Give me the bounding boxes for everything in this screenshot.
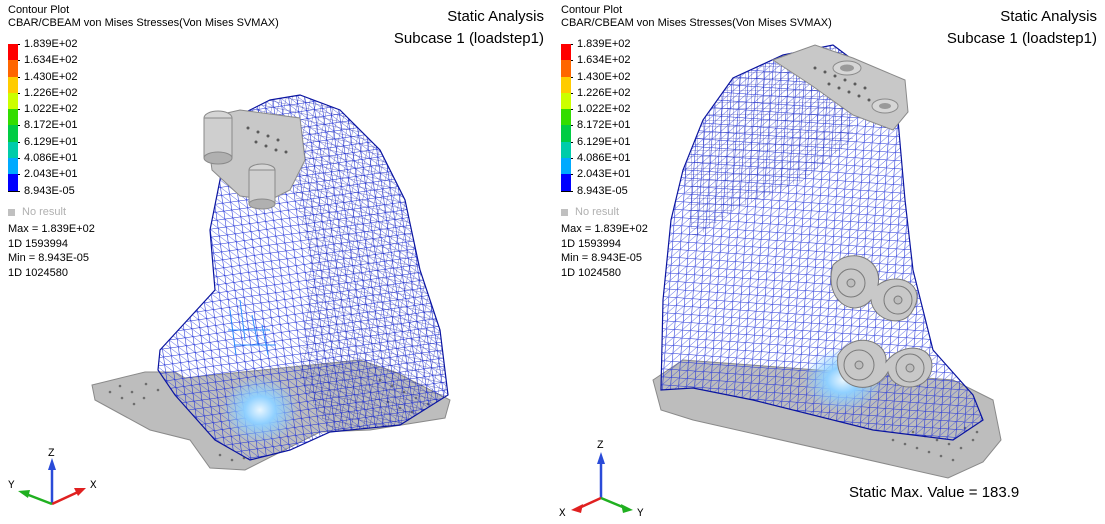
max-element-id: 1D 1593994 — [8, 237, 68, 250]
no-result-swatch — [561, 208, 568, 216]
plot-title: Contour Plot — [8, 4, 70, 16]
axis-label-x: X — [559, 508, 566, 520]
legend-label: 1.226E+02 — [24, 86, 78, 99]
result-stats: Max = 1.839E+02 1D 1593994 Min = 8.943E-… — [8, 222, 95, 280]
legend-entry: 2.043E+01 — [561, 168, 681, 191]
no-result-key: No result — [561, 206, 619, 218]
legend-label: 1.634E+02 — [24, 54, 78, 67]
axis-label-z: Z — [597, 440, 604, 452]
max-value: Max = 1.839E+02 — [561, 223, 648, 235]
axis-label-y: Y — [8, 480, 15, 492]
legend-entry: 4.086E+01 — [561, 152, 681, 175]
plot-subtitle: CBAR/CBEAM von Mises Stresses(Von Mises … — [561, 17, 832, 29]
legend-label: 4.086E+01 — [577, 152, 631, 165]
viewport-left[interactable]: Contour Plot CBAR/CBEAM von Mises Stress… — [0, 0, 552, 524]
static-max-value: Static Max. Value = 183.9 — [849, 484, 1020, 501]
axis-triad-left: Z Y X — [8, 448, 97, 506]
legend-label: 1.430E+02 — [24, 70, 78, 83]
analysis-title: Static Analysis — [447, 8, 544, 25]
flange-upper — [830, 255, 918, 322]
legend-label: 1.839E+02 — [577, 38, 631, 50]
legend-entry: 8.172E+01 — [561, 119, 681, 142]
axis-label-y: Y — [637, 508, 644, 520]
viewport-right[interactable]: Contour Plot CBAR/CBEAM von Mises Stress… — [553, 0, 1105, 524]
legend-entry: 2.043E+01 — [8, 168, 128, 191]
legend-label: 1.022E+02 — [24, 103, 78, 116]
legend-label: 8.172E+01 — [24, 119, 78, 132]
legend-label: 1.634E+02 — [577, 54, 631, 67]
lattice-model-right — [652, 44, 1002, 479]
plot-subtitle: CBAR/CBEAM von Mises Stresses(Von Mises … — [8, 17, 279, 29]
min-value: Min = 8.943E-05 — [561, 252, 643, 264]
legend-entry: 1.226E+02 — [8, 87, 128, 110]
analysis-title-block: Static Analysis Subcase 1 (loadstep1) — [394, 6, 544, 50]
axis-label-x: X — [90, 480, 97, 492]
min-element-id: 1D 1024580 — [561, 266, 621, 279]
legend-label: 2.043E+01 — [24, 168, 78, 181]
legend-entry: 1.634E+02 — [8, 54, 128, 77]
contour-legend[interactable]: 1.839E+02 1.634E+02 1.430E+02 1.226E+02 … — [8, 38, 128, 207]
legend-entry: 1.430E+02 — [8, 71, 128, 93]
legend-label: 8.943E-05 — [577, 184, 628, 197]
legend-label: 2.043E+01 — [577, 168, 631, 181]
flange-lower — [837, 339, 933, 388]
no-result-swatch — [8, 208, 15, 216]
legend-label: 1.022E+02 — [577, 103, 631, 116]
legend-label: 1.226E+02 — [577, 86, 631, 99]
legend-entry: 4.086E+01 — [8, 152, 128, 175]
analysis-title: Static Analysis — [1000, 8, 1097, 25]
axis-triad-right: Z X Y — [559, 440, 644, 520]
legend-label: 1.430E+02 — [577, 70, 631, 83]
legend-entry: 1.226E+02 — [561, 87, 681, 110]
plot-title-block: Contour Plot CBAR/CBEAM von Mises Stress… — [561, 4, 832, 30]
subcase-label: Subcase 1 (loadstep1) — [946, 30, 1097, 47]
legend-entry: 8.943E-05 — [8, 185, 128, 207]
legend-entry: 8.172E+01 — [8, 119, 128, 142]
lattice-model-left — [91, 94, 451, 471]
min-value: Min = 8.943E-05 — [8, 252, 90, 264]
legend-label: 4.086E+01 — [24, 152, 78, 165]
legend-entry: 1.634E+02 — [561, 54, 681, 77]
analysis-title-block: Static Analysis Subcase 1 (loadstep1) — [947, 6, 1097, 50]
legend-entry: 6.129E+01 — [561, 136, 681, 159]
contour-legend[interactable]: 1.839E+02 1.634E+02 1.430E+02 1.226E+02 … — [561, 38, 681, 207]
subcase-label: Subcase 1 (loadstep1) — [393, 30, 544, 47]
legend-label: 6.129E+01 — [577, 135, 631, 148]
max-element-id: 1D 1593994 — [561, 237, 621, 250]
legend-label: 1.839E+02 — [24, 38, 78, 50]
min-element-id: 1D 1024580 — [8, 266, 68, 279]
legend-label: 8.943E-05 — [24, 184, 75, 197]
legend-entry: 1.839E+02 — [561, 38, 681, 61]
max-value: Max = 1.839E+02 — [8, 223, 95, 235]
plot-title-block: Contour Plot CBAR/CBEAM von Mises Stress… — [8, 4, 279, 30]
axis-label-z: Z — [48, 448, 55, 460]
legend-entry: 1.839E+02 — [8, 38, 128, 61]
legend-entry: 6.129E+01 — [8, 136, 128, 159]
legend-label: 8.172E+01 — [577, 119, 631, 132]
no-result-key: No result — [8, 206, 66, 218]
plot-title: Contour Plot — [561, 4, 623, 16]
legend-entry: 8.943E-05 — [561, 185, 681, 207]
legend-entry: 1.022E+02 — [8, 103, 128, 126]
legend-entry: 1.022E+02 — [561, 103, 681, 126]
result-stats: Max = 1.839E+02 1D 1593994 Min = 8.943E-… — [561, 222, 648, 280]
legend-label: 6.129E+01 — [24, 135, 78, 148]
legend-entry: 1.430E+02 — [561, 71, 681, 93]
